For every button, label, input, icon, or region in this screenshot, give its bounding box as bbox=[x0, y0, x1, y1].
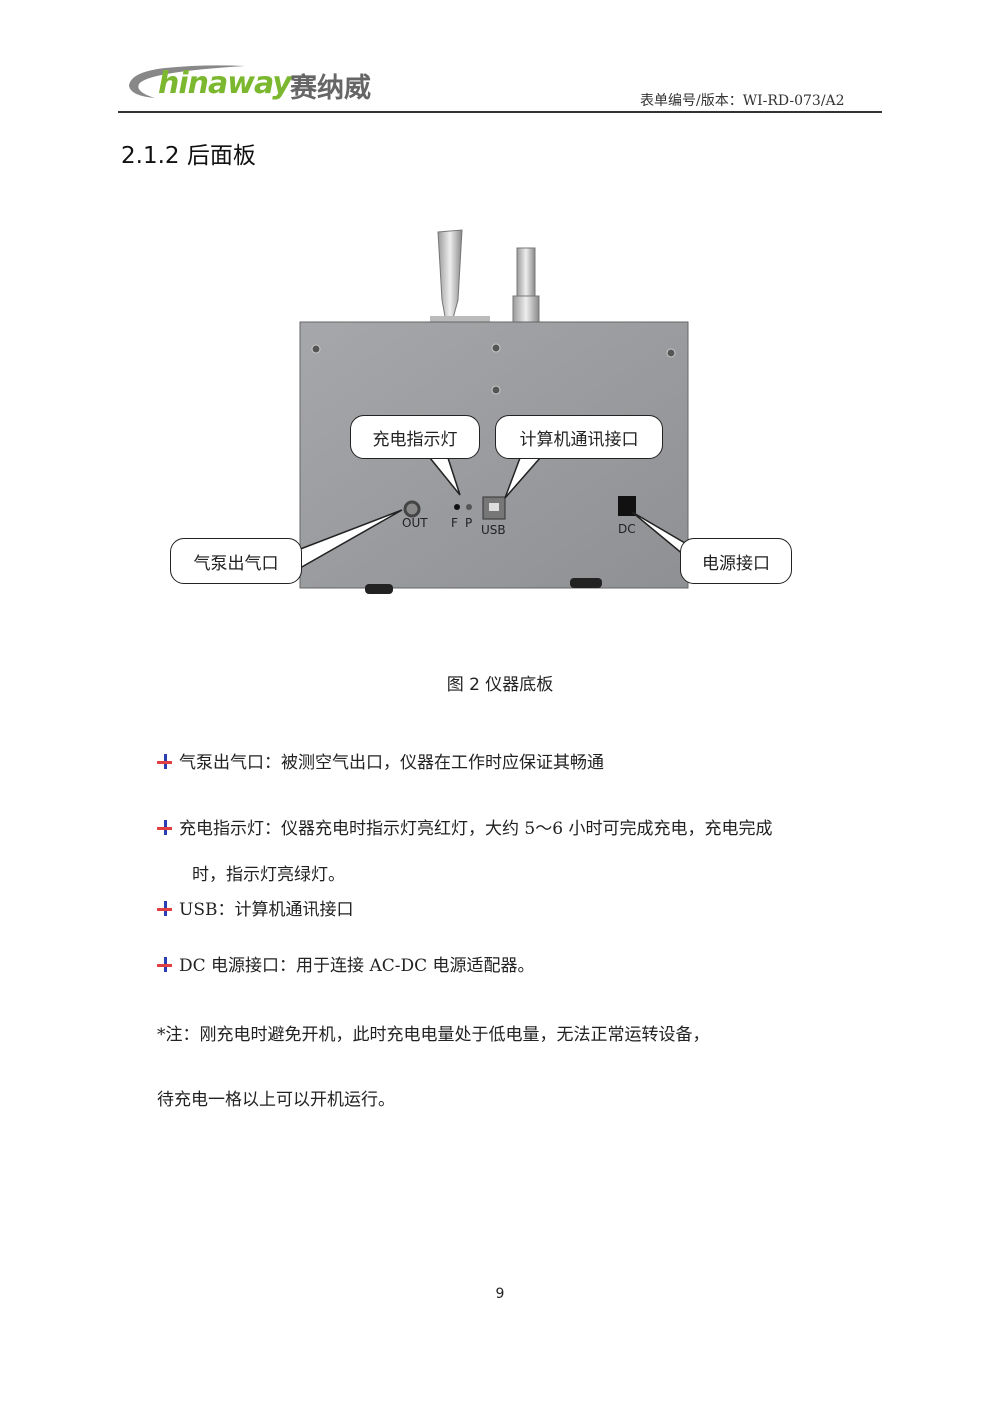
bullet-continuation: 时，指示灯亮绿灯。 bbox=[192, 865, 345, 885]
dc-port bbox=[618, 496, 636, 516]
callout-usb: 计算机通讯接口 bbox=[495, 415, 663, 459]
form-number: 表单编号/版本：WI-RD-073/A2 bbox=[640, 93, 845, 109]
sensor-probe-icon bbox=[512, 247, 540, 323]
header-divider bbox=[118, 111, 882, 113]
bullet-plus-icon bbox=[157, 820, 173, 836]
callout-power: 电源接口 bbox=[680, 538, 792, 584]
bullet-item: 充电指示灯：仪器充电时指示灯亮红灯，大约 5～6 小时可完成充电，充电完成 bbox=[157, 814, 772, 839]
air-outlet-port bbox=[403, 500, 421, 518]
panel-label-p: P bbox=[465, 516, 473, 530]
device-rear-panel-photo bbox=[288, 229, 691, 594]
panel-label-out: OUT bbox=[402, 516, 428, 530]
bullet-item: 气泵出气口：被测空气出口，仪器在工作时应保证其畅通 bbox=[157, 748, 604, 773]
panel-label-usb: USB bbox=[481, 523, 506, 537]
page-number: 9 bbox=[495, 1286, 505, 1302]
callout-charge-light: 充电指示灯 bbox=[350, 415, 480, 459]
bullet-item: DC 电源接口：用于连接 AC-DC 电源适配器。 bbox=[157, 951, 535, 976]
logo-chinese: 赛纳威 bbox=[290, 73, 371, 104]
panel-label-f: F bbox=[451, 516, 458, 530]
led-f bbox=[454, 504, 460, 510]
panel-label-dc: DC bbox=[618, 522, 636, 536]
logo-latin: hinaway bbox=[158, 66, 292, 101]
section-title: 2.1.2 后面板 bbox=[121, 143, 256, 169]
logo-swoosh bbox=[129, 65, 245, 98]
bullet-plus-icon bbox=[157, 754, 173, 770]
led-p bbox=[466, 504, 472, 510]
bullet-item: USB：计算机通讯接口 bbox=[157, 895, 353, 920]
bullet-plus-icon bbox=[157, 957, 173, 973]
bullet-plus-icon bbox=[157, 901, 173, 917]
callout-air-outlet: 气泵出气口 bbox=[170, 538, 302, 584]
sampling-inlet-icon bbox=[430, 229, 490, 324]
figure-caption: 图 2 仪器底板 bbox=[446, 675, 554, 695]
note-line-2: 待充电一格以上可以开机运行。 bbox=[157, 1090, 395, 1110]
note-line-1: *注：刚充电时避免开机，此时充电电量处于低电量，无法正常运转设备， bbox=[157, 1025, 710, 1045]
